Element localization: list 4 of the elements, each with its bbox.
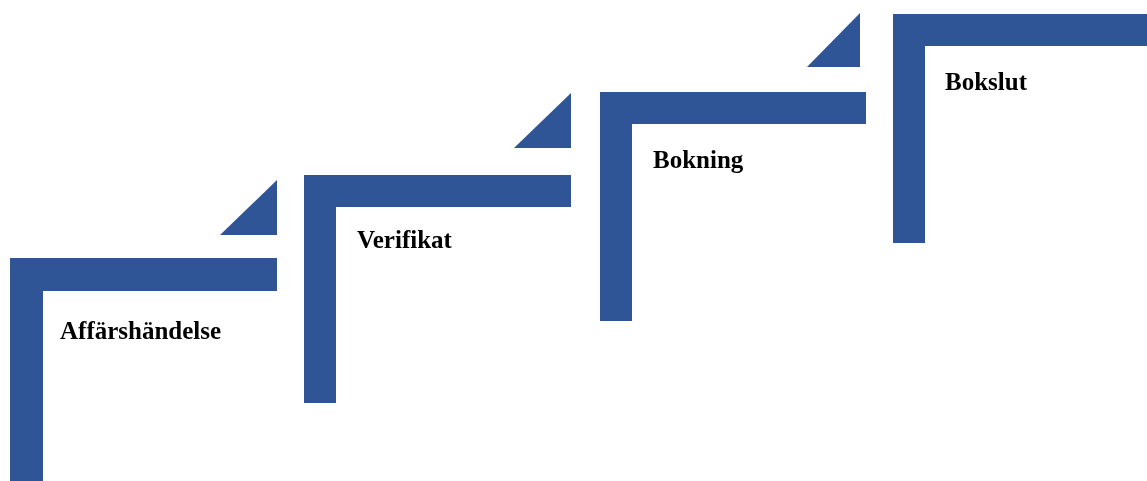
step-label: Bokning [653,147,744,172]
step-label: Affärshändelse [60,318,222,343]
step-label: Verifikat [357,227,452,252]
step-label: Bokslut [945,69,1027,94]
